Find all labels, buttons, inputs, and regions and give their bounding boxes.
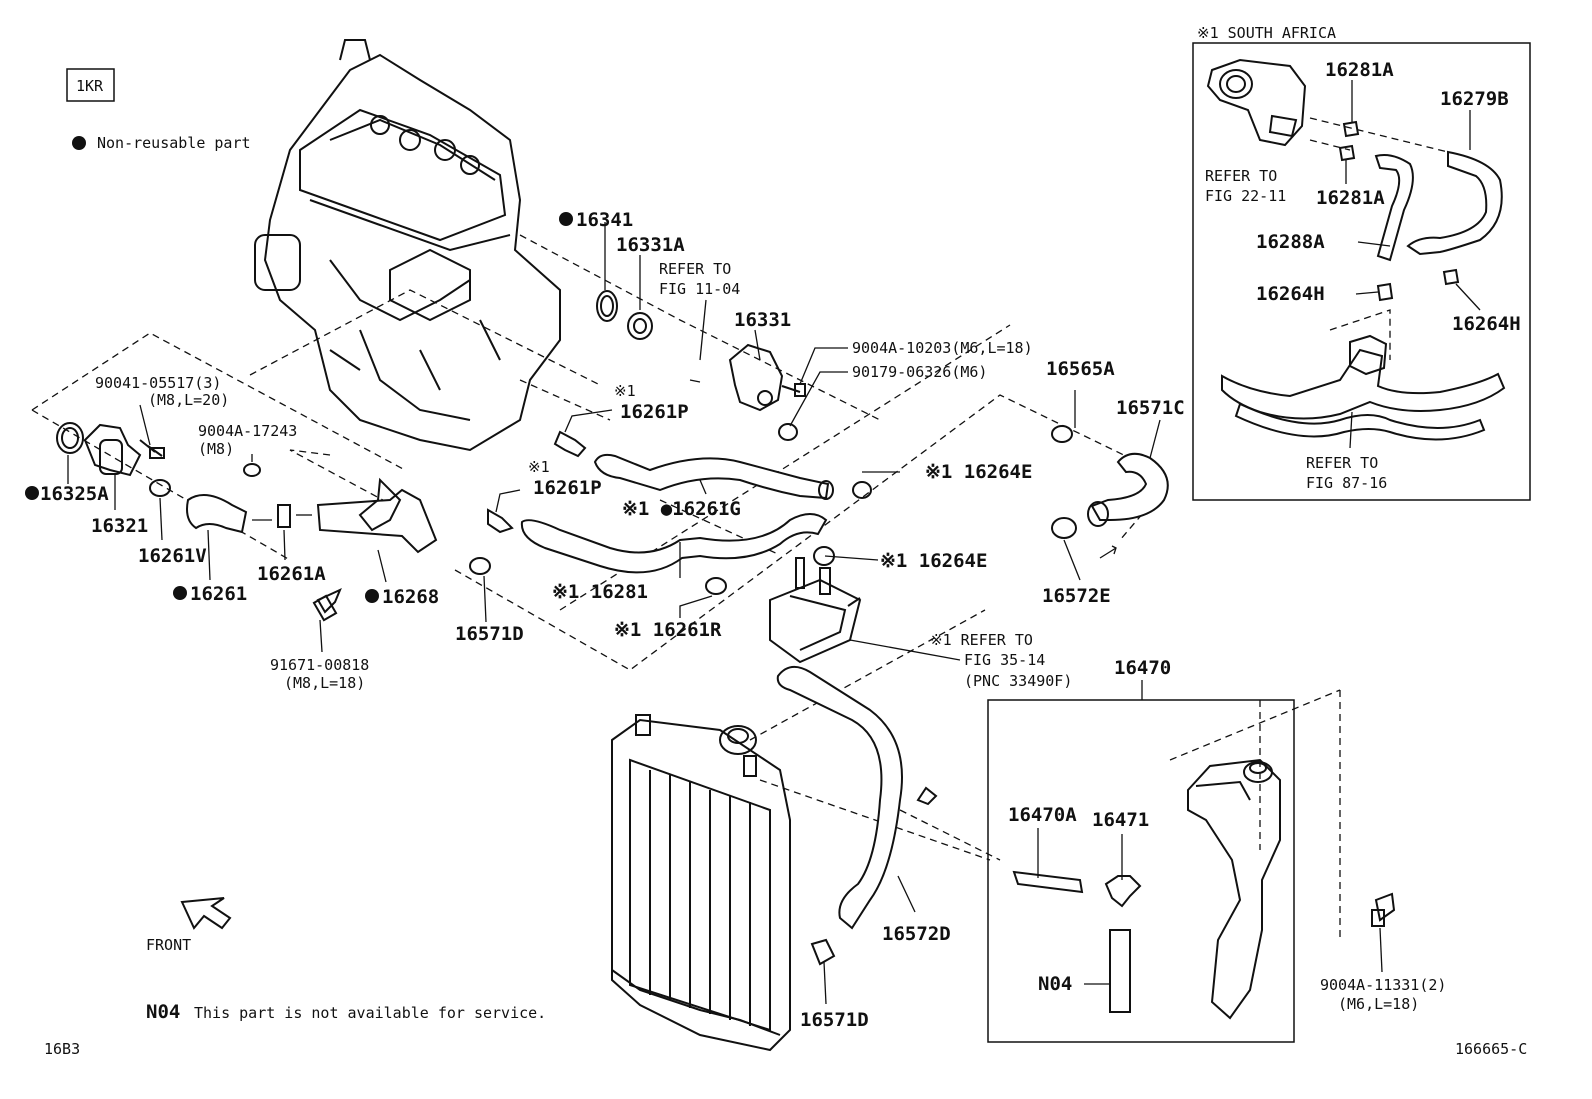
water-inlet-parts: [56, 422, 491, 622]
label-16281A-lower: 16281A: [1316, 187, 1385, 209]
label-refer-fig-87-16-line2: FIG 87-16: [1306, 474, 1387, 492]
label-16325A: 16325A: [40, 483, 109, 505]
label-16264H-right: 16264H: [1452, 313, 1521, 335]
n04-note: This part is not available for service.: [194, 1004, 546, 1022]
label-90041-05517: 90041-05517(3): [95, 374, 221, 392]
nonreusable-marker-icon: [72, 136, 86, 150]
label-16571C: 16571C: [1116, 397, 1185, 419]
south-africa-spec-box: [1192, 42, 1531, 501]
nonreusable-marker-icon: [173, 586, 187, 600]
label-16261P-upper: 16261P: [620, 401, 689, 423]
nonreusable-marker-icon: [559, 212, 573, 226]
label-16279B: 16279B: [1440, 88, 1509, 110]
reservoir-parts: [1012, 758, 1396, 1020]
front-label: FRONT: [146, 936, 191, 954]
label-refer-fig-35-14-line1: ※1 REFER TO: [930, 631, 1033, 649]
label-16261R: ※1 16261R: [614, 619, 722, 641]
label-16571D-lower: 16571D: [800, 1009, 869, 1031]
label-91671-00818-spec: (M8,L=18): [284, 674, 365, 692]
label-16264E-lower: ※1 16264E: [880, 550, 987, 572]
engine-block-illustration: [254, 39, 561, 452]
lower-radiator-hose: [776, 665, 938, 966]
label-16261A: 16261A: [257, 563, 326, 585]
label-9004A-17243-spec: (M8): [198, 440, 234, 458]
label-16261G: ※1 ●16261G: [622, 498, 741, 520]
bypass-hoses: [487, 430, 872, 595]
label-N04: N04: [1038, 973, 1072, 995]
engine-code-box: [66, 68, 115, 102]
label-refer-fig-11-04-line1: REFER TO: [659, 260, 731, 278]
label-refer-fig-35-14-line3: (PNC 33490F): [964, 672, 1072, 690]
assembly-guide-lines: [31, 117, 1461, 940]
label-16281: ※1 16281: [552, 581, 648, 603]
front-arrow-icon: [180, 897, 232, 930]
label-9004A-11331-spec: (M6,L=18): [1338, 995, 1419, 1013]
nonreusable-marker-icon: [365, 589, 379, 603]
label-16261V: 16261V: [138, 545, 207, 567]
label-16261: 16261: [190, 583, 247, 605]
label-16331A: 16331A: [616, 234, 685, 256]
sheet-code: 16B3: [44, 1040, 80, 1058]
label-south-africa-mark-1: ※1: [614, 382, 636, 400]
label-16321: 16321: [91, 515, 148, 537]
leader-lines: [67, 80, 1481, 1005]
label-16471: 16471: [1092, 809, 1149, 831]
label-16288A: 16288A: [1256, 231, 1325, 253]
label-refer-fig-22-11-line1: REFER TO: [1205, 167, 1277, 185]
label-16571D-upper: 16571D: [455, 623, 524, 645]
figure-number: 166665-C: [1455, 1040, 1527, 1058]
label-9004A-10203: 9004A-10203(M6,L=18): [852, 339, 1033, 357]
label-16470A: 16470A: [1008, 804, 1077, 826]
label-9004A-11331: 9004A-11331(2): [1320, 976, 1446, 994]
nonreusable-legend: Non-reusable part: [97, 134, 251, 152]
label-refer-fig-87-16-line1: REFER TO: [1306, 454, 1378, 472]
label-16572E: 16572E: [1042, 585, 1111, 607]
thermostat-parts: [596, 290, 806, 441]
label-refer-fig-11-04-line2: FIG 11-04: [659, 280, 740, 298]
label-16261P-lower: 16261P: [533, 477, 602, 499]
upper-radiator-hose: [1051, 425, 1169, 559]
label-90041-05517-spec: (M8,L=20): [148, 391, 229, 409]
label-90179-06326: 90179-06326(M6): [852, 363, 987, 381]
label-refer-fig-35-14-line2: FIG 35-14: [964, 651, 1045, 669]
label-16572D: 16572D: [882, 923, 951, 945]
radiator-illustration: [611, 714, 791, 1052]
region-note: ※1 SOUTH AFRICA: [1197, 24, 1336, 42]
label-16470: 16470: [1114, 657, 1171, 679]
reservoir-assembly-box: [987, 699, 1295, 1043]
label-16268: 16268: [382, 586, 439, 608]
label-16565A: 16565A: [1046, 358, 1115, 380]
label-16264E-upper: ※1 16264E: [925, 461, 1032, 483]
label-16341: 16341: [576, 209, 633, 231]
label-91671-00818: 91671-00818: [270, 656, 369, 674]
nonreusable-marker-icon: [25, 486, 39, 500]
label-9004A-17243: 9004A-17243: [198, 422, 297, 440]
engine-code: 1KR: [76, 77, 104, 95]
label-16281A-upper: 16281A: [1325, 59, 1394, 81]
label-16331: 16331: [734, 309, 791, 331]
south-africa-parts: [1206, 58, 1506, 441]
n04-code: N04: [146, 1001, 180, 1023]
label-16264H-left: 16264H: [1256, 283, 1325, 305]
label-refer-fig-22-11-line2: FIG 22-11: [1205, 187, 1286, 205]
oil-cooler-illustration: [769, 557, 862, 664]
label-south-africa-mark-2: ※1: [528, 458, 550, 476]
